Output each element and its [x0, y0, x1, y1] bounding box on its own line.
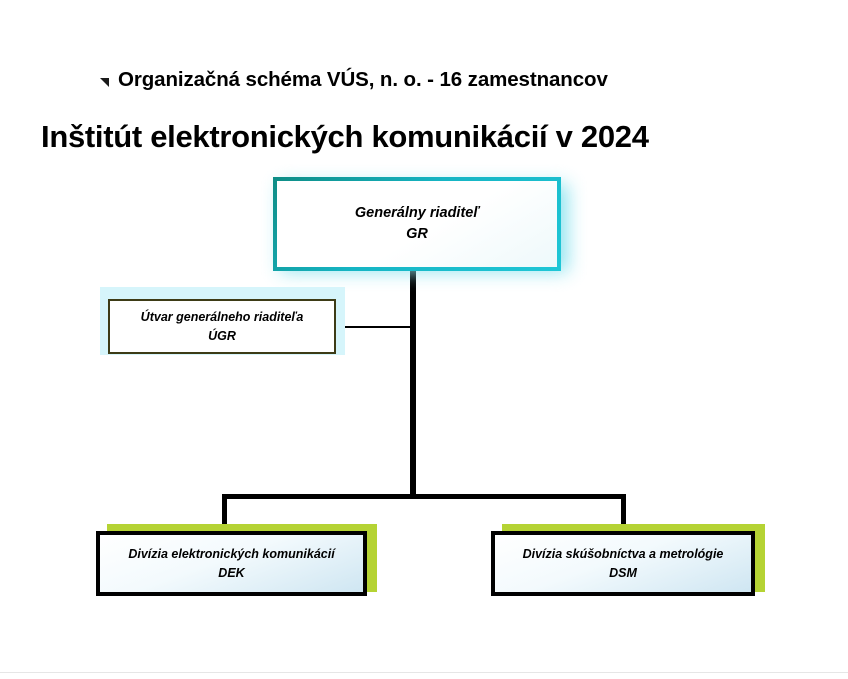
- connector-gr-to-ugr: [335, 326, 412, 328]
- org-node-dsm-title: Divízia skúšobníctva a metrológie: [522, 547, 724, 562]
- connector-leg-dsm: [621, 494, 626, 534]
- org-node-gr-abbr: GR: [406, 226, 428, 242]
- bottom-divider: [0, 672, 848, 673]
- org-node-gr[interactable]: Generálny riaditeľ GR: [273, 177, 561, 271]
- org-node-ugr[interactable]: Útvar generálneho riaditeľa ÚGR: [108, 299, 336, 354]
- org-node-dsm[interactable]: Divízia skúšobníctva a metrológie DSM: [491, 531, 755, 596]
- org-node-dek-title: Divízia elektronických komunikácií: [128, 547, 335, 562]
- subtitle-row: Organizačná schéma VÚS, n. o. - 16 zames…: [100, 68, 608, 92]
- slide-subtitle: Organizačná schéma VÚS, n. o. - 16 zames…: [118, 68, 608, 91]
- triangle-bullet-icon: [100, 77, 109, 87]
- org-node-dek-abbr: DEK: [218, 565, 245, 580]
- org-node-ugr-abbr: ÚGR: [208, 328, 236, 343]
- connector-gr-trunk: [410, 271, 416, 498]
- slide-title: Inštitút elektronických komunikácií v 20…: [41, 119, 649, 154]
- org-node-gr-title: Generálny riaditeľ: [354, 204, 480, 221]
- org-node-dsm-abbr: DSM: [609, 565, 637, 580]
- connector-leg-dek: [222, 494, 227, 534]
- org-node-dek[interactable]: Divízia elektronických komunikácií DEK: [96, 531, 367, 596]
- connector-division-split-bar: [222, 494, 626, 499]
- org-node-ugr-title: Útvar generálneho riaditeľa: [140, 310, 304, 325]
